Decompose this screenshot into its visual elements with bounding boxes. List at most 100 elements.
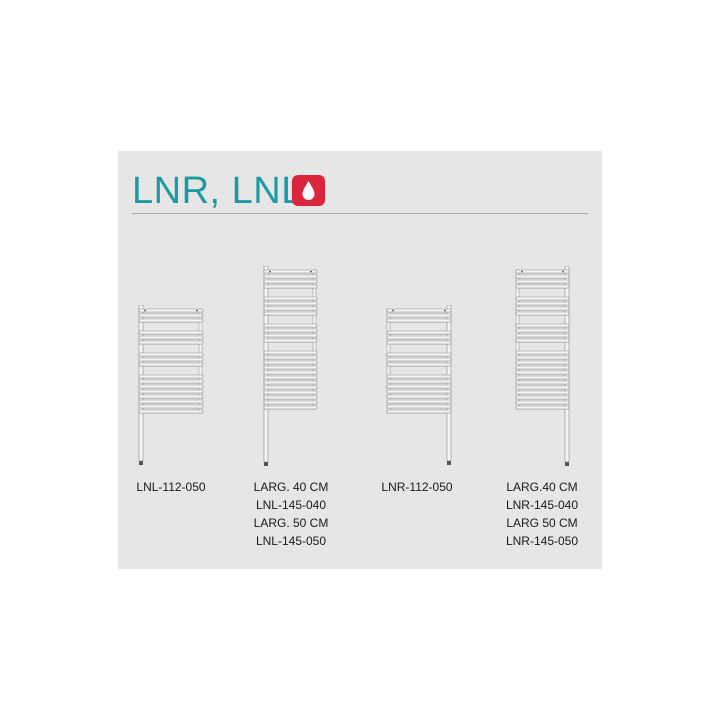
radiator-bar [386, 389, 452, 394]
caption-lnr-112-050: LNR-112-050 [362, 478, 472, 496]
radiator-bar [515, 296, 570, 301]
radiator-bar [515, 350, 570, 355]
radiator-bar [138, 330, 204, 335]
radiator-bar [263, 355, 318, 360]
radiator-bracket [269, 270, 271, 273]
radiator-bar [386, 399, 452, 404]
radiator-bar [263, 385, 318, 390]
radiator-lnr-112-050 [386, 305, 452, 465]
radiator-bar [515, 355, 570, 360]
radiator-bar [386, 362, 452, 367]
radiator-bar [515, 269, 570, 274]
radiator-bar [263, 296, 318, 301]
radiator-bracket [310, 270, 312, 273]
radiator-lnl-145 [263, 266, 318, 466]
radiator-bracket [144, 309, 146, 312]
radiator-bar [386, 409, 452, 414]
radiator-bar [263, 370, 318, 375]
radiator-bar [386, 384, 452, 389]
radiator-bar [138, 313, 204, 318]
radiator-bar [515, 323, 570, 328]
radiator-bar [515, 400, 570, 405]
water-drop-icon [292, 175, 325, 206]
radiator-bar [138, 409, 204, 414]
caption-lnl-145: LARG. 40 CM LNL-145-040 LARG. 50 CM LNL-… [236, 478, 346, 550]
caption-lnr-145: LARG.40 CM LNR-145-040 LARG 50 CM LNR-14… [487, 478, 597, 550]
title-divider [132, 213, 588, 214]
radiator-bracket [521, 270, 523, 273]
radiator-valve [447, 461, 451, 465]
radiator-bar [515, 365, 570, 370]
radiator-bar [263, 279, 318, 284]
radiator-bar [386, 394, 452, 399]
radiator-bar [386, 357, 452, 362]
radiator-bar [515, 370, 570, 375]
radiator-bar [138, 374, 204, 379]
radiator-bar [386, 374, 452, 379]
radiator-bar [263, 380, 318, 385]
caption-line: LARG. 50 CM [253, 516, 329, 530]
radiator-bar [263, 306, 318, 311]
radiator-bar [515, 301, 570, 306]
radiator-bar [515, 274, 570, 279]
radiator-bar [138, 308, 204, 313]
radiator-valve [139, 461, 143, 465]
radiator-bar [138, 362, 204, 367]
radiator-valve [264, 462, 268, 466]
radiator-bar [515, 360, 570, 365]
radiator-bar [263, 284, 318, 289]
radiator-bar [138, 389, 204, 394]
radiator-bar [386, 308, 452, 313]
radiator-bar [386, 330, 452, 335]
caption-line: LARG 50 CM [506, 516, 578, 530]
radiator-bar [515, 395, 570, 400]
caption-line: LNL-145-050 [255, 534, 327, 548]
radiator-bar [515, 380, 570, 385]
radiator-bar [263, 301, 318, 306]
radiator-bar [386, 352, 452, 357]
caption-lnl-112-050: LNL-112-050 [116, 478, 226, 496]
radiator-bar [386, 404, 452, 409]
radiator-bar [138, 384, 204, 389]
caption-line: LNR-145-050 [505, 534, 579, 548]
caption-line: LNR-112-050 [381, 480, 453, 494]
radiator-bar [263, 375, 318, 380]
radiator-valve [565, 462, 569, 466]
radiator-bar [138, 399, 204, 404]
radiator-bar [515, 306, 570, 311]
page-title: LNR, LNL [132, 170, 303, 212]
radiator-bar [138, 352, 204, 357]
radiator-bar [138, 318, 204, 323]
caption-line: LARG.40 CM [506, 480, 578, 494]
radiator-bar [263, 365, 318, 370]
radiator-bar [263, 405, 318, 410]
radiator-bar [138, 335, 204, 340]
radiator-bracket [562, 270, 564, 273]
radiator-bar [386, 379, 452, 384]
radiator-bracket [196, 309, 198, 312]
radiator-bar [386, 318, 452, 323]
radiator-bar [515, 338, 570, 343]
radiator-bar [263, 269, 318, 274]
radiator-bar [386, 340, 452, 345]
radiator-lnr-145 [515, 266, 570, 466]
radiator-bar [263, 328, 318, 333]
radiator-bar [138, 357, 204, 362]
drop-shape [302, 181, 315, 200]
radiator-bar [138, 394, 204, 399]
radiator-bracket [444, 309, 446, 312]
radiator-bar [263, 274, 318, 279]
radiator-bar [263, 360, 318, 365]
radiator-bar [515, 284, 570, 289]
caption-line: LNL-112-050 [136, 480, 206, 494]
caption-line: LARG. 40 CM [253, 480, 329, 494]
caption-line: LNL-145-040 [255, 498, 327, 512]
radiator-bar [515, 405, 570, 410]
radiator-bar [138, 404, 204, 409]
radiator-bar [386, 335, 452, 340]
radiator-bar [263, 338, 318, 343]
radiator-bar [515, 333, 570, 338]
caption-line: LNR-145-040 [505, 498, 579, 512]
radiator-bar [138, 340, 204, 345]
radiator-lnl-112-050 [138, 305, 204, 465]
